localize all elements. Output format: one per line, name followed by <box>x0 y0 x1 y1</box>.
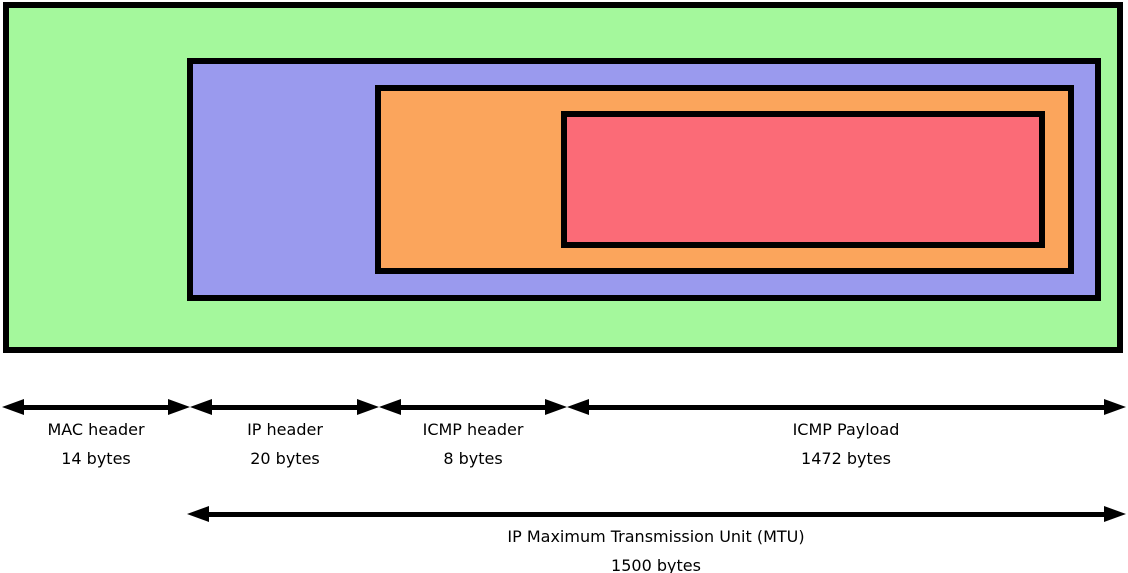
icmp-header-arrow <box>379 397 567 417</box>
arrowhead-left-icon <box>567 399 589 415</box>
mac-header-arrow <box>2 397 190 417</box>
icmp-header-label: ICMP header 8 bytes <box>383 415 563 473</box>
mac-header-label: MAC header 14 bytes <box>6 415 186 473</box>
mtu-label: IP Maximum Transmission Unit (MTU) 1500 … <box>406 522 906 573</box>
arrowhead-right-icon <box>357 399 379 415</box>
arrow-shaft <box>209 511 1104 517</box>
segment-name: IP header <box>247 420 323 439</box>
mtu-arrow <box>187 504 1126 524</box>
arrowhead-left-icon <box>187 506 209 522</box>
icmp-payload-arrow <box>567 397 1126 417</box>
ip-header-label: IP header 20 bytes <box>195 415 375 473</box>
arrow-shaft <box>24 404 168 410</box>
segment-size: 1472 bytes <box>801 449 891 468</box>
ip-header-arrow <box>190 397 379 417</box>
segment-size: 14 bytes <box>61 449 131 468</box>
arrowhead-left-icon <box>190 399 212 415</box>
mtu-name: IP Maximum Transmission Unit (MTU) <box>507 527 805 546</box>
arrow-shaft <box>589 404 1104 410</box>
segment-name: MAC header <box>47 420 145 439</box>
arrowhead-right-icon <box>1104 506 1126 522</box>
icmp-payload-rect <box>561 111 1045 248</box>
arrowhead-right-icon <box>545 399 567 415</box>
segment-name: ICMP header <box>422 420 524 439</box>
arrowhead-right-icon <box>168 399 190 415</box>
mtu-size: 1500 bytes <box>611 556 701 573</box>
arrowhead-left-icon <box>379 399 401 415</box>
segment-size: 8 bytes <box>443 449 503 468</box>
arrow-shaft <box>401 404 545 410</box>
arrow-shaft <box>212 404 357 410</box>
segment-size: 20 bytes <box>250 449 320 468</box>
arrowhead-left-icon <box>2 399 24 415</box>
arrowhead-right-icon <box>1104 399 1126 415</box>
icmp-payload-label: ICMP Payload 1472 bytes <box>696 415 996 473</box>
segment-name: ICMP Payload <box>792 420 900 439</box>
